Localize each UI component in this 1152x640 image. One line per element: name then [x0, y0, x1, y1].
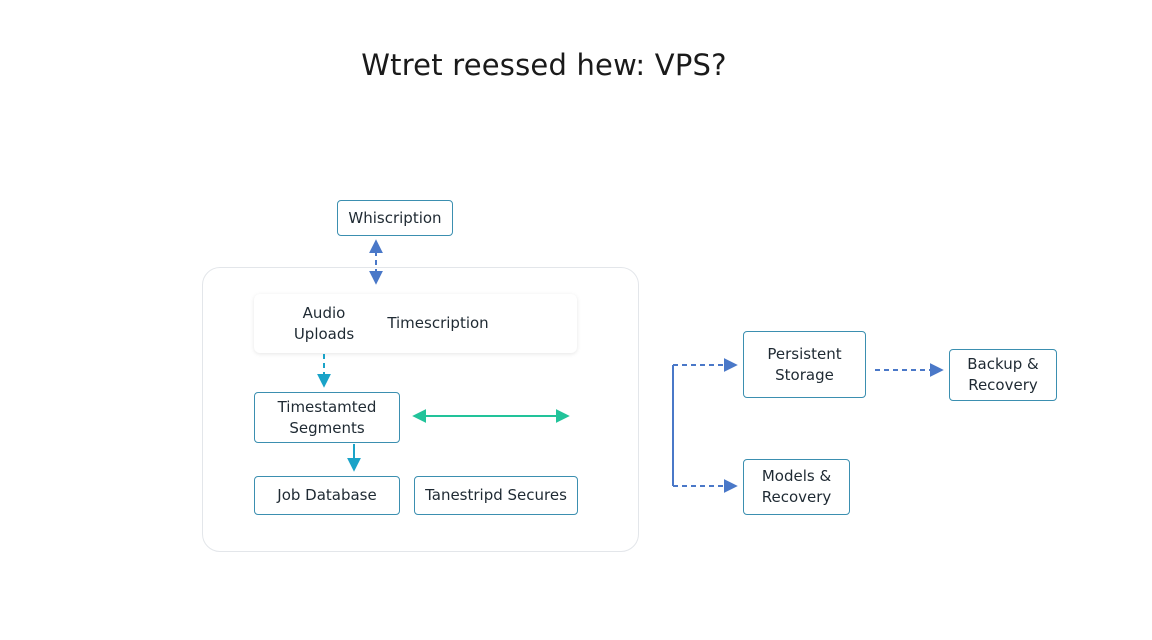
models-recovery-label: Models & Recovery [761, 467, 832, 506]
diagram-title: Wtret reessed hew: VPS? [361, 48, 727, 82]
job-database-node[interactable]: Job Database [254, 476, 400, 515]
tanestripd-secures-label: Tanestripd Secures [425, 486, 567, 504]
persistent-storage-node[interactable]: Persistent Storage [743, 331, 866, 398]
upload-panel [254, 294, 577, 353]
models-recovery-node[interactable]: Models & Recovery [743, 459, 850, 515]
timescription-label: Timescription [387, 314, 489, 332]
backup-recovery-node[interactable]: Backup & Recovery [949, 349, 1057, 401]
whiscription-node[interactable]: Whiscription [337, 200, 453, 236]
timestamped-segments-node[interactable]: Timestamted Segments [254, 392, 400, 443]
persistent-storage-label: Persistent Storage [767, 344, 842, 384]
tanestripd-secures-node[interactable]: Tanestripd Secures [414, 476, 578, 515]
backup-recovery-label: Backup & Recovery [967, 355, 1039, 394]
whiscription-label: Whiscription [348, 208, 442, 227]
timestamped-segments-label: Timestamted Segments [277, 397, 377, 437]
audio-uploads-label: Audio Uploads [293, 304, 355, 343]
job-database-label: Job Database [277, 486, 377, 504]
